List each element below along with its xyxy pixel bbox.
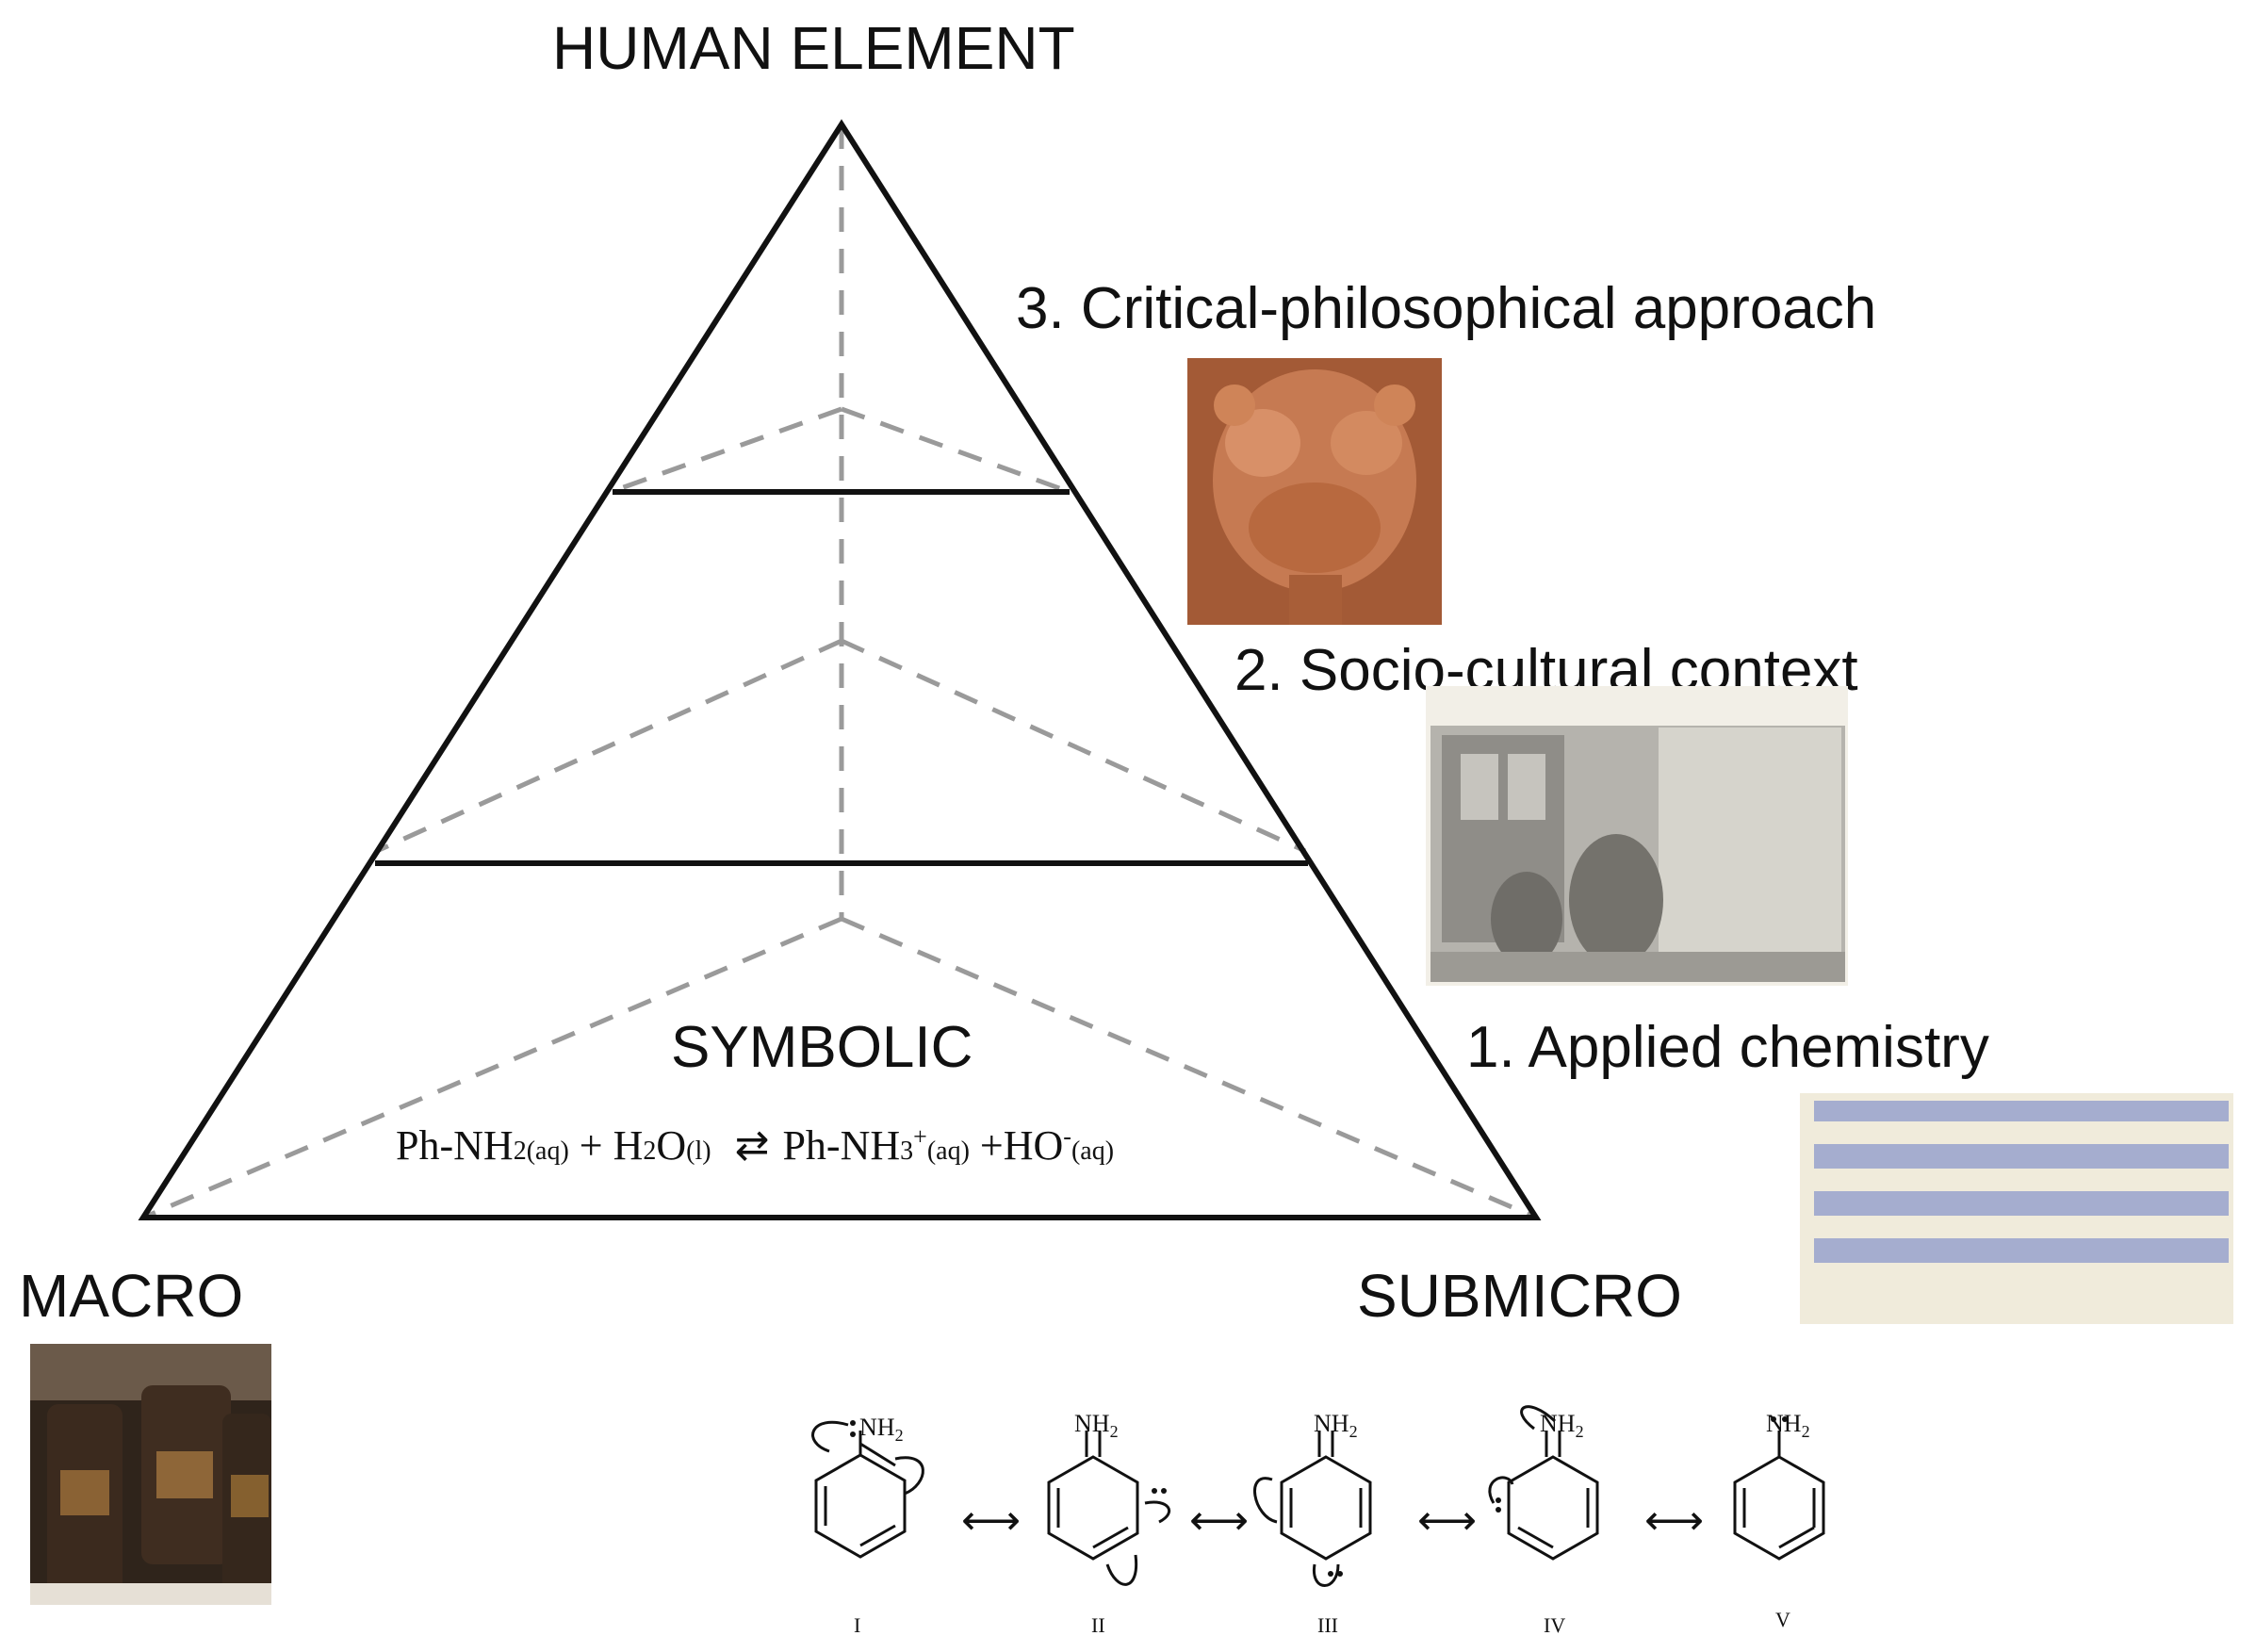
hidden-mid-left-edge <box>375 638 843 854</box>
structure-II-group: NH2 <box>1074 1410 1119 1442</box>
hidden-top-right-edge <box>841 406 1071 495</box>
structure-III-group: NH2 <box>1314 1410 1358 1442</box>
eq-water-o: O <box>656 1122 687 1169</box>
structure-V <box>1733 1431 1825 1561</box>
level-3-label: 3. Critical-philosophical approach <box>1016 276 1877 341</box>
structure-III-numeral: III <box>1317 1613 1338 1637</box>
level-1-label: 1. Applied chemistry <box>1466 1015 1989 1080</box>
submicro-label: SUBMICRO <box>1357 1262 1682 1330</box>
resonance-arrow-2: ⟷ <box>1189 1497 1250 1544</box>
eq-water-sub2: (l) <box>686 1137 711 1166</box>
hidden-mid-right-edge <box>840 638 1307 854</box>
apex-label: HUMAN ELEMENT <box>552 14 1075 82</box>
structure-IV-group: NH2 <box>1540 1410 1584 1442</box>
structure-V-numeral: V <box>1775 1608 1790 1631</box>
eq-product1-sub: 3 <box>900 1137 914 1166</box>
hidden-base-right-edge <box>841 916 1537 1220</box>
hidden-edges <box>142 124 1537 1220</box>
resonance-arrow-1: ⟷ <box>961 1497 1022 1544</box>
structure-IV <box>1488 1405 1599 1561</box>
eq-reactant1: Ph-NH <box>396 1122 514 1169</box>
eq-product2-state: (aq) <box>1071 1137 1115 1166</box>
solid-edges <box>138 119 1542 1220</box>
structure-I <box>811 1420 924 1559</box>
electron-marks <box>850 1416 1788 1577</box>
structure-V-group: NH2 <box>1766 1410 1810 1442</box>
hidden-base-left-edge <box>142 916 842 1220</box>
structure-II <box>1047 1431 1171 1586</box>
eq-product2-sup: - <box>1063 1122 1071 1151</box>
structure-IV-numeral: IV <box>1544 1613 1566 1637</box>
eq-plus1: + H <box>568 1122 644 1169</box>
structure-I-numeral: I <box>854 1613 861 1637</box>
engraving-photo <box>1426 686 1848 986</box>
symbolic-label: SYMBOLIC <box>671 1015 973 1080</box>
resonance-arrow-3: ⟷ <box>1417 1497 1478 1544</box>
eq-product1-sup: + <box>913 1122 927 1151</box>
resonance-arrow-4: ⟷ <box>1644 1497 1705 1544</box>
terracotta-head-photo <box>1187 358 1442 625</box>
equation: Ph-NH2(aq) + H2O(l) ⇄Ph-NH3+(aq) +HO-(aq… <box>396 1121 1114 1169</box>
eq-product1-state: (aq) <box>926 1137 970 1166</box>
hidden-top-left-edge <box>610 406 842 495</box>
striped-strip-photo <box>1800 1093 2233 1324</box>
macro-label: MACRO <box>19 1262 244 1330</box>
eq-product1: Ph-NH <box>782 1122 901 1169</box>
structure-I-group: NH2 <box>859 1414 904 1446</box>
resonance-structures <box>811 1405 1825 1587</box>
eq-water-sub1: 2 <box>643 1137 657 1166</box>
structure-III <box>1253 1431 1372 1587</box>
pyramid-outline <box>138 119 1542 1220</box>
structure-II-numeral: II <box>1091 1613 1105 1637</box>
eq-arrow: ⇄ <box>734 1122 770 1169</box>
eq-reactant1-sub: 2(aq) <box>513 1137 569 1166</box>
bottles-photo <box>30 1344 271 1605</box>
eq-plus2: +HO <box>969 1122 1064 1169</box>
